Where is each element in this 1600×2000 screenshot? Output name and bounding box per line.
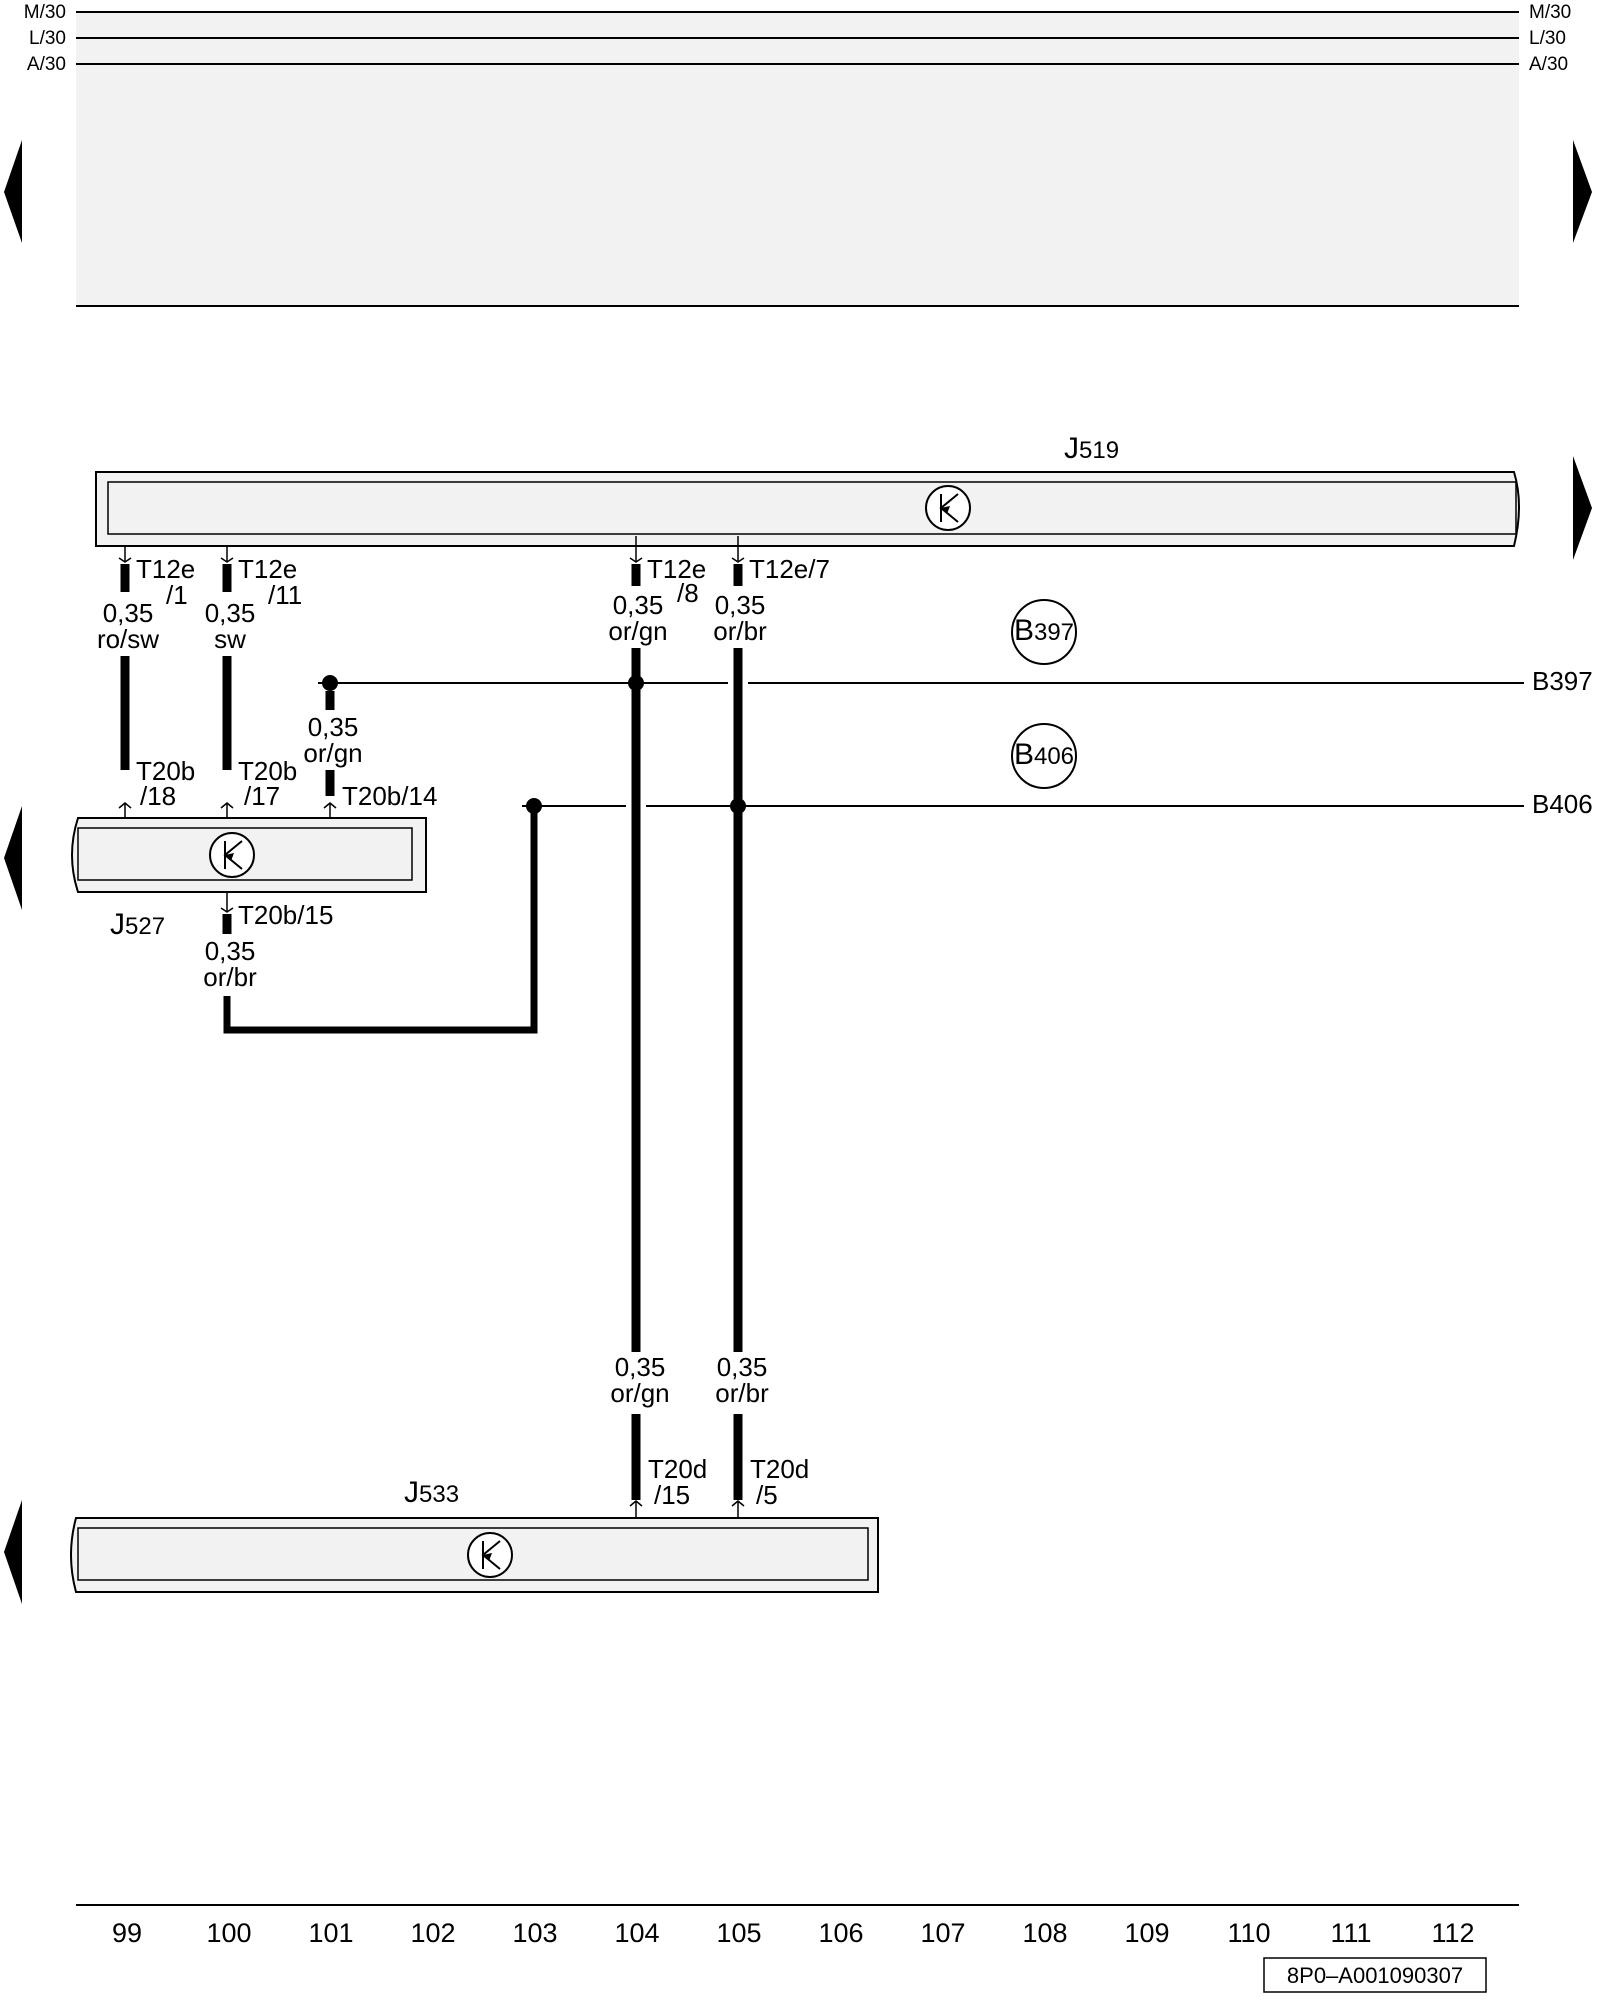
column-numbers: 99 100 101 102 103 104 105 106 107 108 109 110 111 11… [112, 1918, 1475, 1948]
control-unit-icon [467, 1532, 513, 1578]
wire-label-col99: 0,35 ro/sw [97, 598, 159, 654]
svg-text:/15: /15 [654, 1480, 690, 1510]
column-number: 107 [920, 1918, 965, 1948]
pin-t20b-17: T20b /17 [220, 756, 297, 828]
pin-t20b-14: T20b/14 [323, 781, 437, 828]
junction-dot [628, 675, 644, 691]
component-j519-label: J519 [1064, 432, 1119, 465]
column-number: 105 [716, 1918, 761, 1948]
column-number: 106 [818, 1918, 863, 1948]
control-unit-icon [209, 832, 255, 878]
component-j519-inner [107, 481, 1517, 535]
svg-text:T12e: T12e [647, 554, 706, 584]
svg-text:0,35: 0,35 [717, 1352, 768, 1382]
rail-m30-label-left: M/30 [24, 2, 66, 23]
svg-text:0,35: 0,35 [613, 590, 664, 620]
svg-text:B397: B397 [1014, 614, 1074, 647]
svg-text:T20b/15: T20b/15 [238, 900, 333, 930]
column-number: 112 [1431, 1918, 1474, 1948]
arrow-left-icon[interactable] [4, 806, 22, 910]
connection-marker-b397: B397 [1011, 599, 1077, 665]
junction-dot [730, 798, 746, 814]
column-number: 108 [1022, 1918, 1067, 1948]
svg-text:T20b/14: T20b/14 [342, 781, 437, 811]
component-j533-label: J533 [404, 1476, 459, 1509]
svg-text:T20b: T20b [136, 756, 195, 786]
svg-text:T20d: T20d [648, 1454, 707, 1484]
svg-text:or/br: or/br [715, 1378, 769, 1408]
svg-text:B406: B406 [1014, 738, 1074, 771]
document-reference: 8P0–A001090307 [1263, 1957, 1487, 1993]
svg-text:or/gn: or/gn [608, 616, 667, 646]
pin-t20d-15: T20d /15 [629, 1454, 707, 1528]
pin-t20b-18: T20b /18 [118, 756, 195, 828]
pin-t20b-15: T20b/15 [220, 892, 333, 930]
svg-text:T20d: T20d [750, 1454, 809, 1484]
junction-dot [322, 675, 338, 691]
pin-t12e-11: T12e /11 [220, 546, 302, 610]
column-number: 110 [1227, 1918, 1270, 1948]
svg-text:8P0–A001090307: 8P0–A001090307 [1287, 1963, 1463, 1988]
svg-text:0,35: 0,35 [205, 936, 256, 966]
svg-text:0,35: 0,35 [308, 712, 359, 742]
pin-t12e-7: T12e/7 [731, 536, 830, 584]
wire-label-col101: 0,35 or/gn [303, 712, 362, 768]
component-j527-label: J527 [110, 908, 165, 941]
svg-text:or/br: or/br [203, 962, 257, 992]
svg-text:or/gn: or/gn [610, 1378, 669, 1408]
rail-area-panel [76, 12, 1519, 306]
column-number: 111 [1330, 1918, 1371, 1948]
svg-text:/11: /11 [268, 580, 302, 610]
control-unit-icon [925, 485, 971, 531]
pin-t12e-8: T12e /8 [629, 536, 706, 608]
bus-b406-endlabel: B406 [1532, 789, 1593, 819]
wire-label-col104-bottom: 0,35 or/gn [610, 1352, 669, 1408]
pin-t12e-1: T12e /1 [118, 546, 195, 610]
column-number: 103 [512, 1918, 557, 1948]
wire-col100-to-b406 [223, 806, 538, 1034]
pin-t20d-5: T20d /5 [731, 1454, 809, 1528]
svg-text:0,35: 0,35 [205, 598, 256, 628]
arrow-left-icon[interactable] [4, 140, 22, 243]
svg-text:/5: /5 [756, 1480, 778, 1510]
wire-label-col105-bottom: 0,35 or/br [715, 1352, 769, 1408]
rail-a30-label-left: A/30 [27, 54, 66, 75]
rail-l30-label-left: L/30 [29, 28, 66, 49]
svg-text:T12e: T12e [136, 554, 195, 584]
wire-label-col104-top: 0,35 or/gn [608, 590, 667, 646]
connection-marker-b406: B406 [1011, 723, 1077, 789]
column-number: 109 [1124, 1918, 1169, 1948]
column-number: 99 [112, 1918, 142, 1948]
svg-text:ro/sw: ro/sw [97, 624, 159, 654]
svg-text:/1: /1 [166, 580, 188, 610]
wire-label-col105-top: 0,35 or/br [713, 590, 767, 646]
arrow-left-icon[interactable] [4, 1500, 22, 1604]
svg-text:or/br: or/br [713, 616, 767, 646]
svg-text:or/gn: or/gn [303, 738, 362, 768]
bus-b397-endlabel: B397 [1532, 666, 1593, 696]
column-number: 100 [206, 1918, 251, 1948]
svg-text:/17: /17 [244, 781, 280, 811]
rail-l30-label-right: L/30 [1529, 28, 1566, 49]
arrow-right-icon[interactable] [1573, 456, 1592, 560]
svg-text:0,35: 0,35 [103, 598, 154, 628]
column-number: 102 [410, 1918, 455, 1948]
svg-text:/8: /8 [677, 578, 699, 608]
svg-text:T12e/7: T12e/7 [749, 554, 830, 584]
rail-a30-label-right: A/30 [1529, 54, 1568, 75]
rail-m30-label-right: M/30 [1529, 2, 1571, 23]
svg-text:T12e: T12e [238, 554, 297, 584]
svg-text:0,35: 0,35 [615, 1352, 666, 1382]
column-number: 104 [614, 1918, 659, 1948]
arrow-right-icon[interactable] [1573, 140, 1592, 243]
svg-text:/18: /18 [140, 781, 176, 811]
svg-text:T20b: T20b [238, 756, 297, 786]
wire-label-col100-low: 0,35 or/br [203, 936, 257, 992]
svg-text:sw: sw [214, 624, 246, 654]
wire-label-col100: 0,35 sw [205, 598, 256, 654]
svg-text:0,35: 0,35 [715, 590, 766, 620]
column-number: 101 [308, 1918, 353, 1948]
